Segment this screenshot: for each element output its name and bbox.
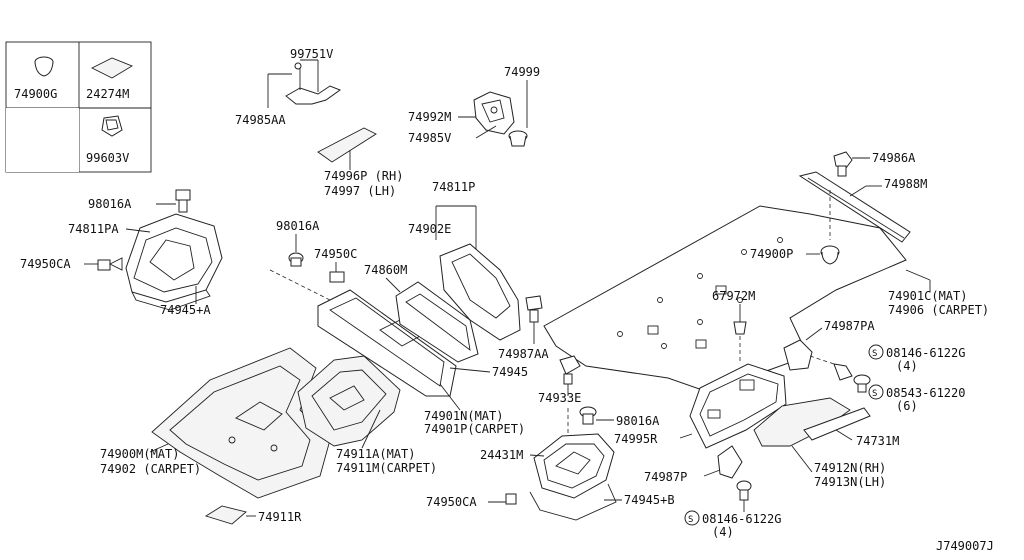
callout-74950ca-1: 74950CA bbox=[20, 257, 71, 271]
grommet-74986a-icon bbox=[833, 151, 853, 177]
callout-74992m: 74992M bbox=[408, 110, 451, 124]
callout-74945a: 74945+A bbox=[160, 303, 211, 317]
callout-98016a-3: 98016A bbox=[616, 414, 660, 428]
callout-74987pa: 74987PA bbox=[824, 319, 875, 333]
callout-74911m: 74911M(CARPET) bbox=[336, 461, 437, 475]
bolt-98016a-2-icon bbox=[288, 252, 304, 267]
hinge-74992m-drawing bbox=[473, 91, 515, 135]
callout-74933e: 74933E bbox=[538, 391, 581, 405]
bracket-74860m-drawing bbox=[395, 281, 479, 363]
callout-74912n: 74912N(RH) bbox=[814, 461, 886, 475]
callout-08543-qty: (6) bbox=[896, 399, 918, 413]
grommet-74900p-icon bbox=[820, 245, 840, 265]
bracket-74987p-drawing bbox=[717, 445, 743, 479]
screw-marker-1-text: S bbox=[872, 349, 877, 359]
callout-08543: 08543-61220 bbox=[886, 386, 965, 400]
screw-08543-icon bbox=[853, 374, 871, 393]
screw-marker-3-icon bbox=[684, 510, 700, 526]
bolt-74999-icon bbox=[508, 130, 528, 147]
callout-74901n: 74901N(MAT) bbox=[424, 409, 503, 423]
callout-74950ca-2: 74950CA bbox=[426, 495, 477, 509]
bracket-74987pa-drawing bbox=[783, 339, 813, 371]
bolt-74987aa-icon bbox=[525, 295, 543, 323]
rear-floor-74901c-drawing bbox=[543, 205, 907, 393]
screw-marker-3-text: S bbox=[688, 515, 693, 525]
callout-74811pa: 74811PA bbox=[68, 222, 119, 236]
callout-74901p: 74901P(CARPET) bbox=[424, 422, 525, 436]
rear-rail-74988m-drawing bbox=[798, 171, 911, 243]
callout-74996p: 74996P (RH) bbox=[324, 169, 403, 183]
callout-74995r: 74995R bbox=[614, 432, 658, 446]
callout-74911r: 74911R bbox=[258, 510, 302, 524]
legend-label-99603v: 99603V bbox=[86, 151, 129, 165]
callout-74987p: 74987P bbox=[644, 470, 687, 484]
legend-label-24274m: 24274M bbox=[86, 87, 129, 101]
screw-marker-2-icon bbox=[868, 384, 884, 400]
screw-marker-2-text: S bbox=[872, 389, 877, 399]
grommet-74900g-icon bbox=[34, 56, 54, 77]
callout-74901c: 74901C(MAT) bbox=[888, 289, 967, 303]
legend-box: 74900G 24274M 99603V bbox=[5, 41, 152, 173]
callout-99751v: 99751V bbox=[290, 47, 333, 61]
callout-98016a-1: 98016A bbox=[88, 197, 132, 211]
bolt-98016a-1-icon bbox=[175, 189, 191, 213]
callout-74913n: 74913N(LH) bbox=[814, 475, 886, 489]
callout-74997: 74997 (LH) bbox=[324, 184, 396, 198]
callout-74999: 74999 bbox=[504, 65, 540, 79]
pad-74911r-icon bbox=[204, 505, 247, 525]
callout-08146-2-qty: (4) bbox=[712, 525, 734, 539]
callout-74985aa: 74985AA bbox=[235, 113, 286, 127]
clip-74950ca-1-icon bbox=[97, 257, 123, 271]
screw-08146-2-icon bbox=[736, 480, 752, 501]
callout-74902e: 74902E bbox=[408, 222, 451, 236]
legend-label-74900g: 74900G bbox=[14, 87, 57, 101]
screw-marker-1-icon bbox=[868, 344, 884, 360]
callout-74988m: 74988M bbox=[884, 177, 927, 191]
callout-74987aa: 74987AA bbox=[498, 347, 549, 361]
callout-74900m: 74900M(MAT) bbox=[100, 447, 179, 461]
drawing-code: J749007J bbox=[936, 539, 994, 553]
clip-74933e-icon bbox=[559, 355, 581, 385]
screw-08146-1-icon bbox=[833, 363, 853, 381]
callout-74911a: 74911A(MAT) bbox=[336, 447, 415, 461]
trim-74996p-drawing bbox=[317, 127, 377, 163]
tray-24431m-drawing bbox=[529, 433, 617, 521]
callout-08146-2: 08146-6122G bbox=[702, 512, 781, 526]
callout-08146-1: 08146-6122G bbox=[886, 346, 965, 360]
callout-67972m: 67972M bbox=[712, 289, 755, 303]
strip-74731m-drawing bbox=[803, 407, 871, 441]
tray-74811pa-drawing bbox=[125, 213, 223, 311]
clip-74950c-icon bbox=[329, 271, 345, 283]
callout-74986a: 74986A bbox=[872, 151, 916, 165]
callout-74731m: 74731M bbox=[856, 434, 899, 448]
callout-74900p: 74900P bbox=[750, 247, 793, 261]
panel-74995r-drawing bbox=[689, 363, 787, 449]
callout-74860m: 74860M bbox=[364, 263, 407, 277]
bolt-98016a-3-icon bbox=[579, 406, 597, 425]
callout-98016a-2: 98016A bbox=[276, 219, 320, 233]
callout-74902: 74902 (CARPET) bbox=[100, 462, 201, 476]
callout-08146-1-qty: (4) bbox=[896, 359, 918, 373]
pad-24274m-icon bbox=[90, 57, 134, 79]
tunnel-mat-74911a-drawing bbox=[297, 355, 401, 447]
callout-24431m: 24431M bbox=[480, 448, 523, 462]
bracket-74811p-drawing bbox=[439, 243, 521, 341]
clip-74950ca-2-icon bbox=[505, 493, 517, 505]
callout-74945: 74945 bbox=[492, 365, 528, 379]
callout-74945b: 74945+B bbox=[624, 493, 675, 507]
callout-74950c: 74950C bbox=[314, 247, 357, 261]
clip-67972m-icon bbox=[733, 321, 747, 335]
callout-74906: 74906 (CARPET) bbox=[888, 303, 989, 317]
bracket-99751v-drawing bbox=[285, 59, 342, 105]
callout-74985v: 74985V bbox=[408, 131, 451, 145]
clip-99603v-icon bbox=[101, 115, 123, 137]
callout-74811p: 74811P bbox=[432, 180, 475, 194]
